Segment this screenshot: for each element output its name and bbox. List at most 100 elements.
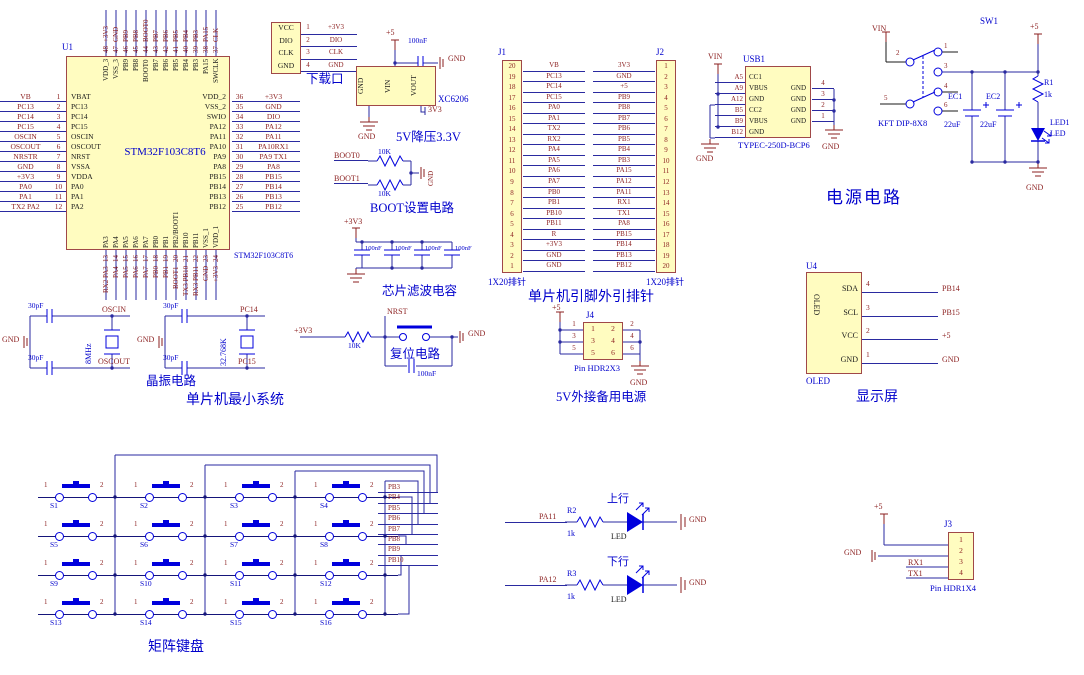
- pin-row[interactable]: 35 GND: [232, 102, 300, 112]
- pin-row[interactable]: 27 PB14: [232, 182, 300, 192]
- key-button[interactable]: 1 2 S5: [38, 517, 128, 556]
- led-row-symbols[interactable]: [565, 561, 710, 605]
- net-label[interactable]: TX1: [593, 209, 655, 220]
- net-label[interactable]: PB13: [593, 251, 655, 262]
- net-label[interactable]: GND: [593, 72, 655, 83]
- net-label[interactable]: PA1: [523, 114, 585, 125]
- net-label[interactable]: PB1: [523, 198, 585, 209]
- key-button[interactable]: 1 2 S10: [128, 556, 218, 595]
- pin-row[interactable]: 28 PB15: [232, 172, 300, 182]
- key-button[interactable]: 1 2 S4: [308, 478, 398, 517]
- net-label[interactable]: PA7: [523, 177, 585, 188]
- pin-row[interactable]: DIO 2 DIO: [271, 35, 357, 47]
- net-label[interactable]: RX2: [523, 135, 585, 146]
- net-label[interactable]: TX2: [523, 124, 585, 135]
- key-button[interactable]: 1 2 S11: [218, 556, 308, 595]
- net-label[interactable]: PA8: [593, 219, 655, 230]
- pin-row[interactable]: PA1 11: [0, 192, 66, 202]
- key-button[interactable]: 1 2 S3: [218, 478, 308, 517]
- pin-row[interactable]: SDA 4 PB14: [808, 276, 988, 300]
- pin-row[interactable]: 34 DIO: [232, 112, 300, 122]
- led1-symbol[interactable]: [1031, 128, 1052, 144]
- net-label[interactable]: 3V3: [593, 61, 655, 72]
- key-button[interactable]: 1 2 S15: [218, 595, 308, 634]
- sw1-switch-symbol[interactable]: [905, 47, 943, 116]
- pin-row[interactable]: NRSTR 7: [0, 152, 66, 162]
- pin-row[interactable]: CLK 3 CLK: [271, 47, 357, 60]
- ec2-cap-symbol[interactable]: [996, 102, 1022, 117]
- led-row-symbols[interactable]: [565, 498, 710, 542]
- key-button[interactable]: 1 2 S12: [308, 556, 398, 595]
- pin-row[interactable]: 25 PB12: [232, 202, 300, 212]
- net-label[interactable]: PB6: [593, 124, 655, 135]
- pin-row[interactable]: SCL 3 PB15: [808, 300, 988, 324]
- key-button[interactable]: 1 2 S16: [308, 595, 398, 634]
- net-label[interactable]: PB4: [593, 145, 655, 156]
- net-label[interactable]: PB3: [593, 156, 655, 167]
- pin-row[interactable]: 30 PA9 TX1: [232, 152, 300, 162]
- net-label[interactable]: PB11: [523, 219, 585, 230]
- net-label[interactable]: PA6: [523, 166, 585, 178]
- key-button[interactable]: 1 2 S7: [218, 517, 308, 556]
- net-label[interactable]: PA5: [523, 156, 585, 167]
- pin-row[interactable]: 33 PA12: [232, 122, 300, 132]
- pin-row[interactable]: GND 1 GND: [808, 347, 988, 371]
- usb-body[interactable]: [745, 66, 811, 138]
- pin-row[interactable]: 26 PB13: [232, 192, 300, 202]
- j2-body[interactable]: [656, 60, 676, 273]
- net-label[interactable]: PA0: [523, 103, 585, 114]
- pin-row[interactable]: OSCOUT 6: [0, 142, 66, 152]
- net-label[interactable]: PB12: [593, 261, 655, 272]
- pin-row[interactable]: PA0 10: [0, 182, 66, 192]
- net-label[interactable]: PC14: [523, 82, 585, 93]
- pin-row[interactable]: OSCIN 5: [0, 132, 66, 142]
- key-button[interactable]: 1 2 S14: [128, 595, 218, 634]
- net-label[interactable]: R: [523, 230, 585, 241]
- download-port-body[interactable]: [271, 22, 301, 74]
- key-button[interactable]: 1 2 S1: [38, 478, 128, 517]
- pin-row[interactable]: VCC 2 +5: [808, 323, 988, 347]
- net-label[interactable]: PB15: [593, 230, 655, 241]
- key-button[interactable]: 1 2 S6: [128, 517, 218, 556]
- pin-row[interactable]: GND 8: [0, 162, 66, 172]
- pin-row[interactable]: +3V3 9: [0, 172, 66, 182]
- reset-button[interactable]: [397, 325, 432, 341]
- pin-row[interactable]: VCC 1 +3V3: [271, 22, 357, 35]
- pin-row[interactable]: 32 PA11: [232, 132, 300, 142]
- pin-row[interactable]: 31 PA10RX1: [232, 142, 300, 152]
- net-label[interactable]: PC15: [523, 93, 585, 104]
- crystal2-symbol[interactable]: [239, 329, 255, 355]
- ec1-cap-symbol[interactable]: [963, 102, 989, 117]
- net-label[interactable]: PA11: [593, 188, 655, 199]
- net-label[interactable]: PB14: [593, 240, 655, 251]
- net-label[interactable]: PA12: [593, 177, 655, 188]
- pin-row[interactable]: PC14 3: [0, 112, 66, 122]
- net-label[interactable]: PB0: [523, 188, 585, 199]
- oled-body[interactable]: [806, 272, 862, 374]
- pin-row[interactable]: PC13 2: [0, 102, 66, 112]
- key-button[interactable]: 1 2 S8: [308, 517, 398, 556]
- net-label[interactable]: PB8: [593, 103, 655, 114]
- crystal1-symbol[interactable]: [104, 329, 120, 355]
- net-label[interactable]: PA15: [593, 166, 655, 178]
- pin-row[interactable]: VB 1: [0, 92, 66, 102]
- net-label[interactable]: +3V3: [523, 240, 585, 251]
- j4-body[interactable]: [583, 322, 623, 360]
- mcu-chip-body[interactable]: [66, 56, 230, 250]
- net-label[interactable]: GND: [523, 261, 585, 272]
- pin-row[interactable]: 29 PA8: [232, 162, 300, 172]
- regulator-body[interactable]: [356, 66, 436, 106]
- pin-row[interactable]: PC15 4: [0, 122, 66, 132]
- net-label[interactable]: PB9: [593, 93, 655, 104]
- net-label[interactable]: GND: [523, 251, 585, 262]
- net-label[interactable]: PA4: [523, 145, 585, 156]
- net-label[interactable]: PB5: [593, 135, 655, 146]
- net-label[interactable]: PB10: [523, 209, 585, 220]
- pin-row[interactable]: TX2 PA2 12: [0, 202, 66, 212]
- j3-body[interactable]: [948, 532, 974, 580]
- key-button[interactable]: 1 2 S9: [38, 556, 128, 595]
- pin-row[interactable]: GND 4 GND: [271, 60, 357, 72]
- key-button[interactable]: 1 2 S2: [128, 478, 218, 517]
- net-label[interactable]: PC13: [523, 72, 585, 83]
- j1-body[interactable]: [502, 60, 522, 273]
